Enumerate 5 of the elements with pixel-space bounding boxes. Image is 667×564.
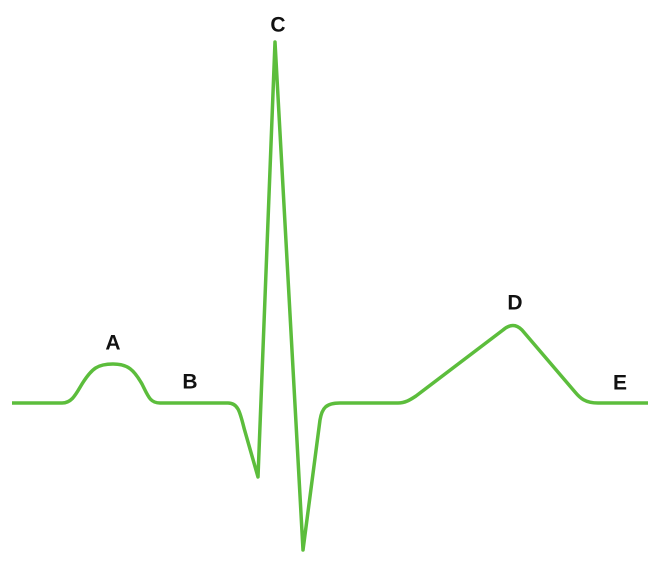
waveform-point-label: C	[270, 14, 286, 36]
waveform-point-label: D	[507, 292, 523, 314]
waveform-point-label: B	[182, 372, 198, 392]
waveform-point-label: A	[105, 332, 121, 354]
waveform-point-label: E	[613, 372, 627, 394]
